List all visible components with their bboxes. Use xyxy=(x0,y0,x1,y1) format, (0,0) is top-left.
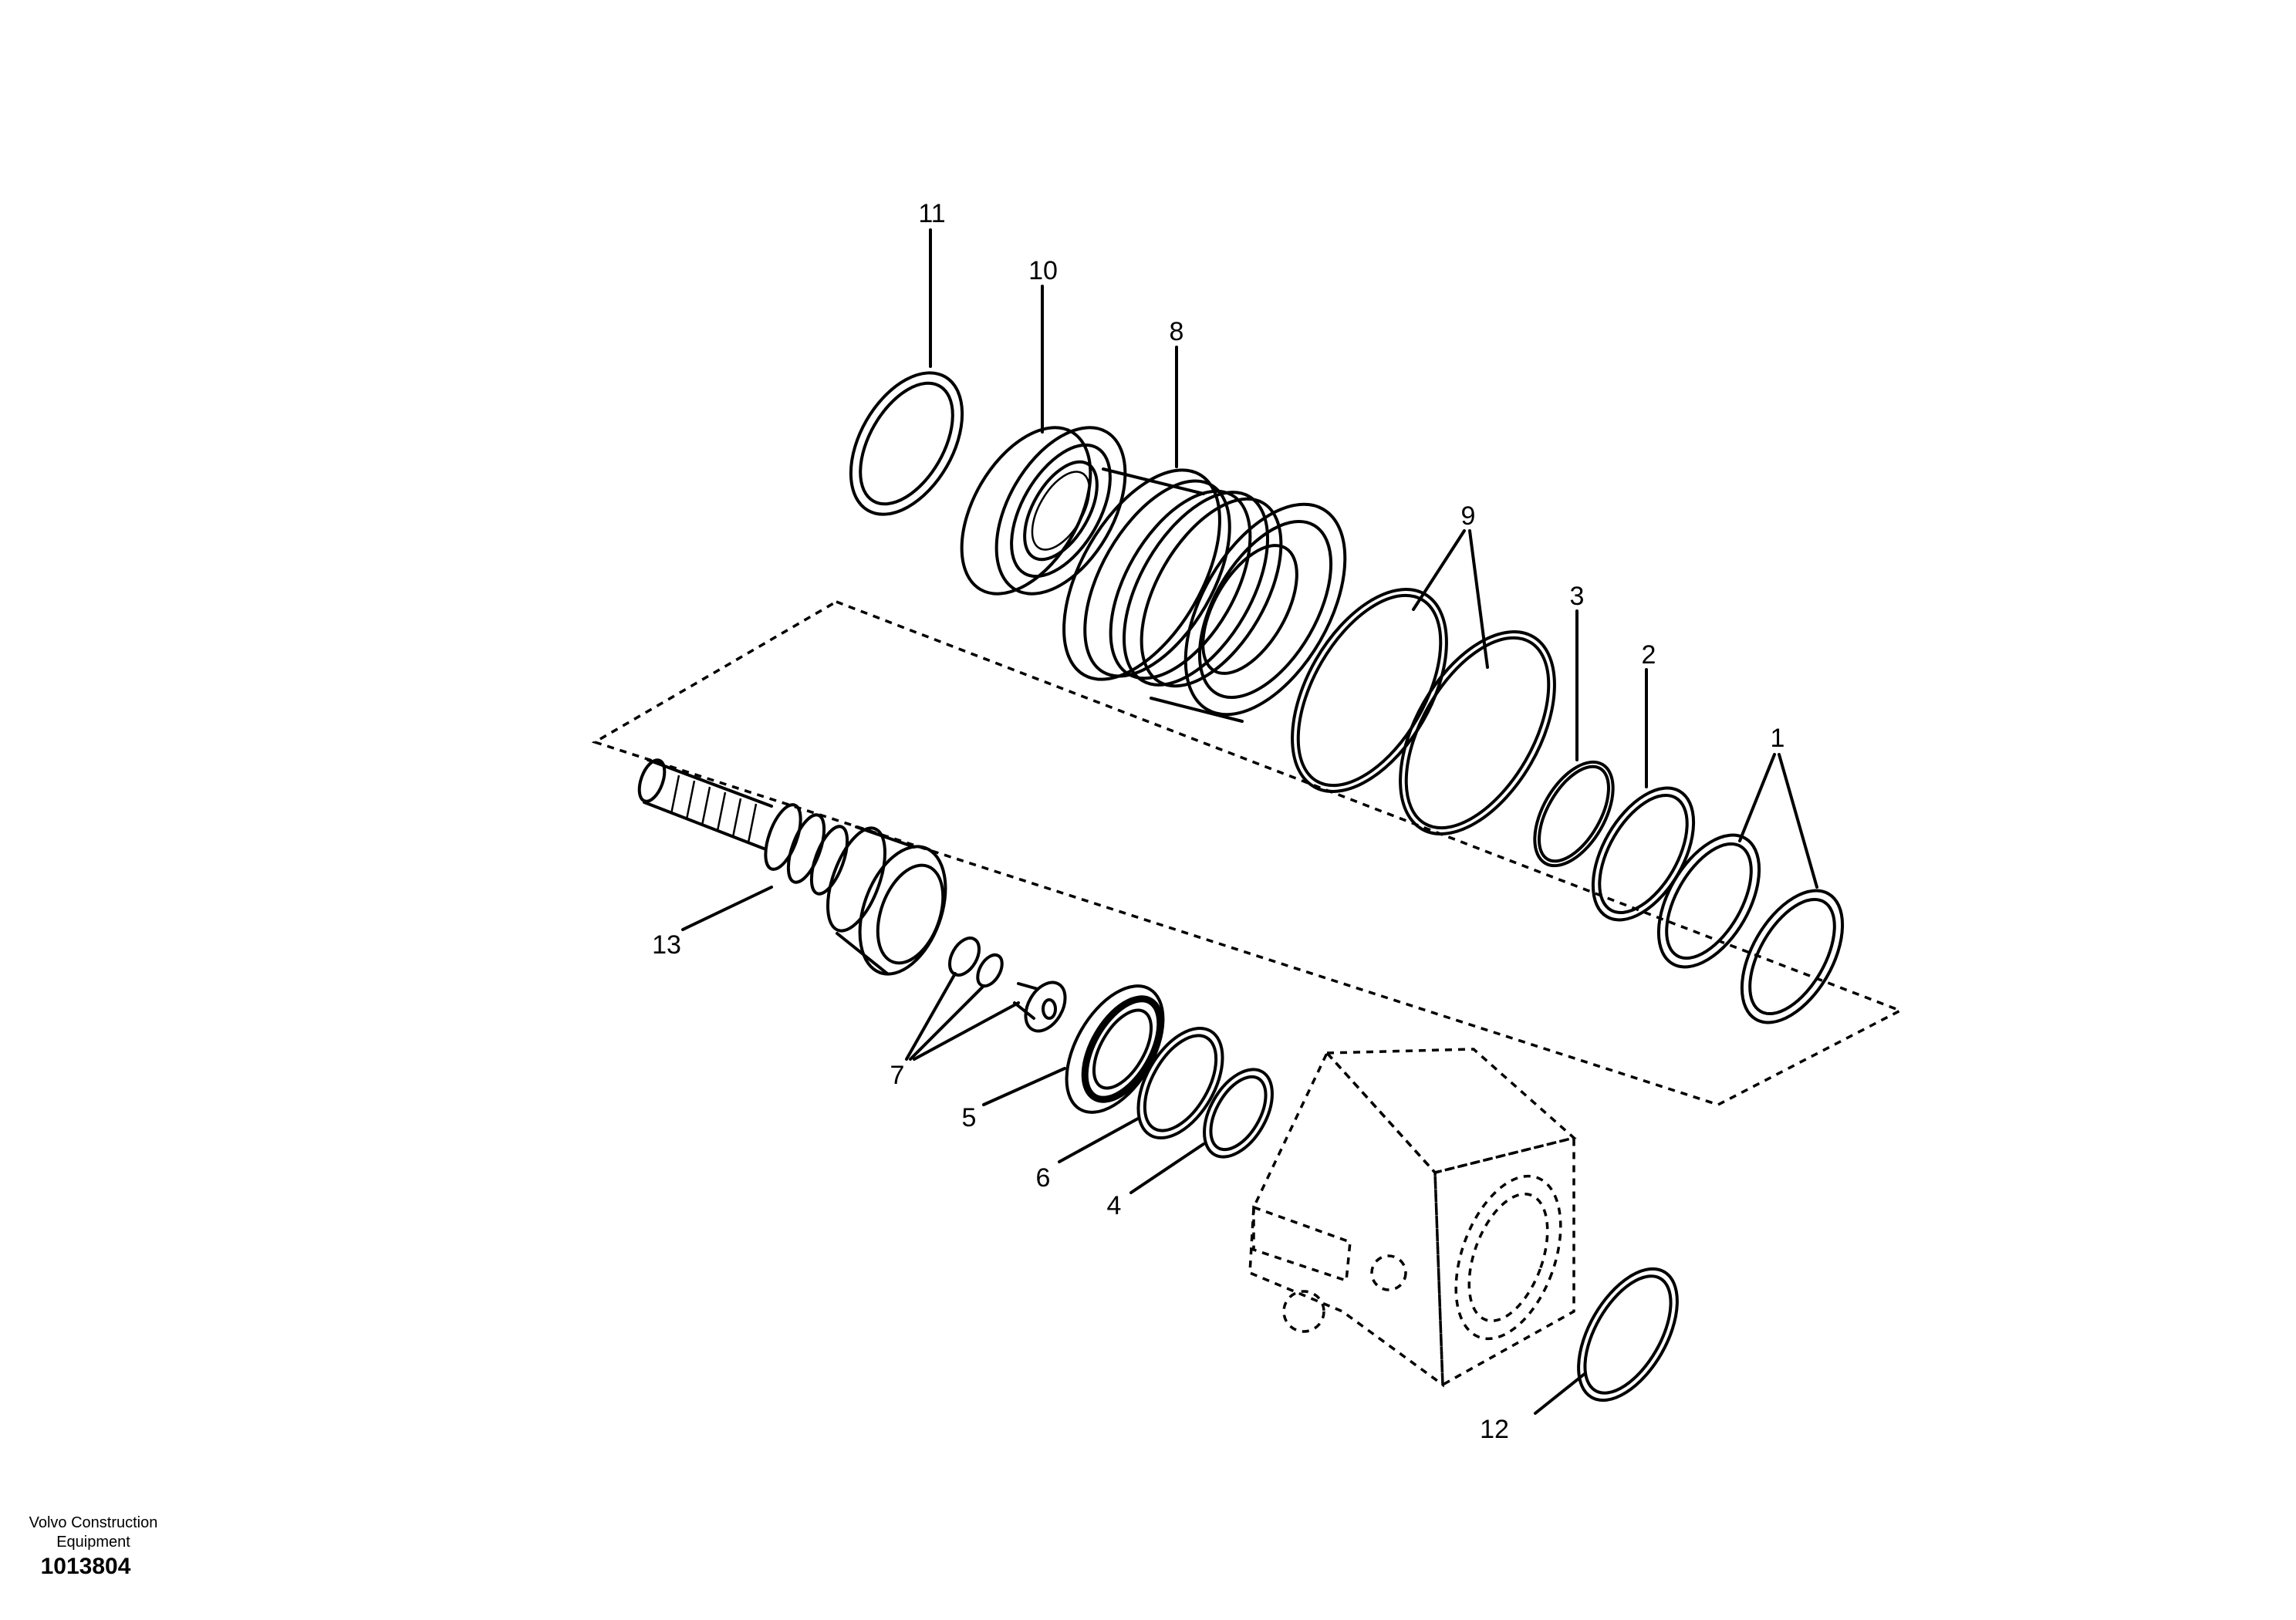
part-11-snap-ring xyxy=(849,371,964,516)
company-name: Volvo Construction Equipment xyxy=(29,1514,158,1551)
part-1-snap-rings xyxy=(1656,833,1845,1024)
part-3-o-ring xyxy=(1533,760,1615,868)
callout-6: 6 xyxy=(1036,1163,1051,1193)
callout-12: 12 xyxy=(1480,1415,1509,1444)
callout-9: 9 xyxy=(1461,501,1476,531)
motor-housing-dashed xyxy=(1248,1048,1577,1388)
part-6-snap-ring xyxy=(1136,1026,1224,1140)
part-9-o-rings xyxy=(1291,588,1556,835)
part-10-bearing xyxy=(960,426,1127,596)
callout-8: 8 xyxy=(1170,317,1184,346)
part-12-snap-ring xyxy=(1577,1267,1679,1402)
callout-7: 7 xyxy=(890,1061,905,1090)
callout-labels: 11 10 8 9 3 2 1 13 7 5 6 4 12 xyxy=(652,199,1784,1444)
drawing-number: 1013804 xyxy=(40,1554,131,1579)
part-13-splined-shaft xyxy=(637,758,947,976)
part-8-housing xyxy=(1062,467,1347,723)
part-4-snap-ring xyxy=(1203,1068,1274,1159)
callout-1: 1 xyxy=(1771,724,1785,753)
callout-5: 5 xyxy=(962,1103,977,1132)
callout-11: 11 xyxy=(918,199,945,228)
callout-2: 2 xyxy=(1642,640,1656,670)
callout-4: 4 xyxy=(1107,1191,1122,1220)
callout-13: 13 xyxy=(652,930,681,960)
callout-10: 10 xyxy=(1028,256,1058,285)
callout-3: 3 xyxy=(1570,582,1585,611)
leader-lines xyxy=(681,228,1818,1415)
part-7-o-rings-and-plug xyxy=(948,937,1067,1033)
